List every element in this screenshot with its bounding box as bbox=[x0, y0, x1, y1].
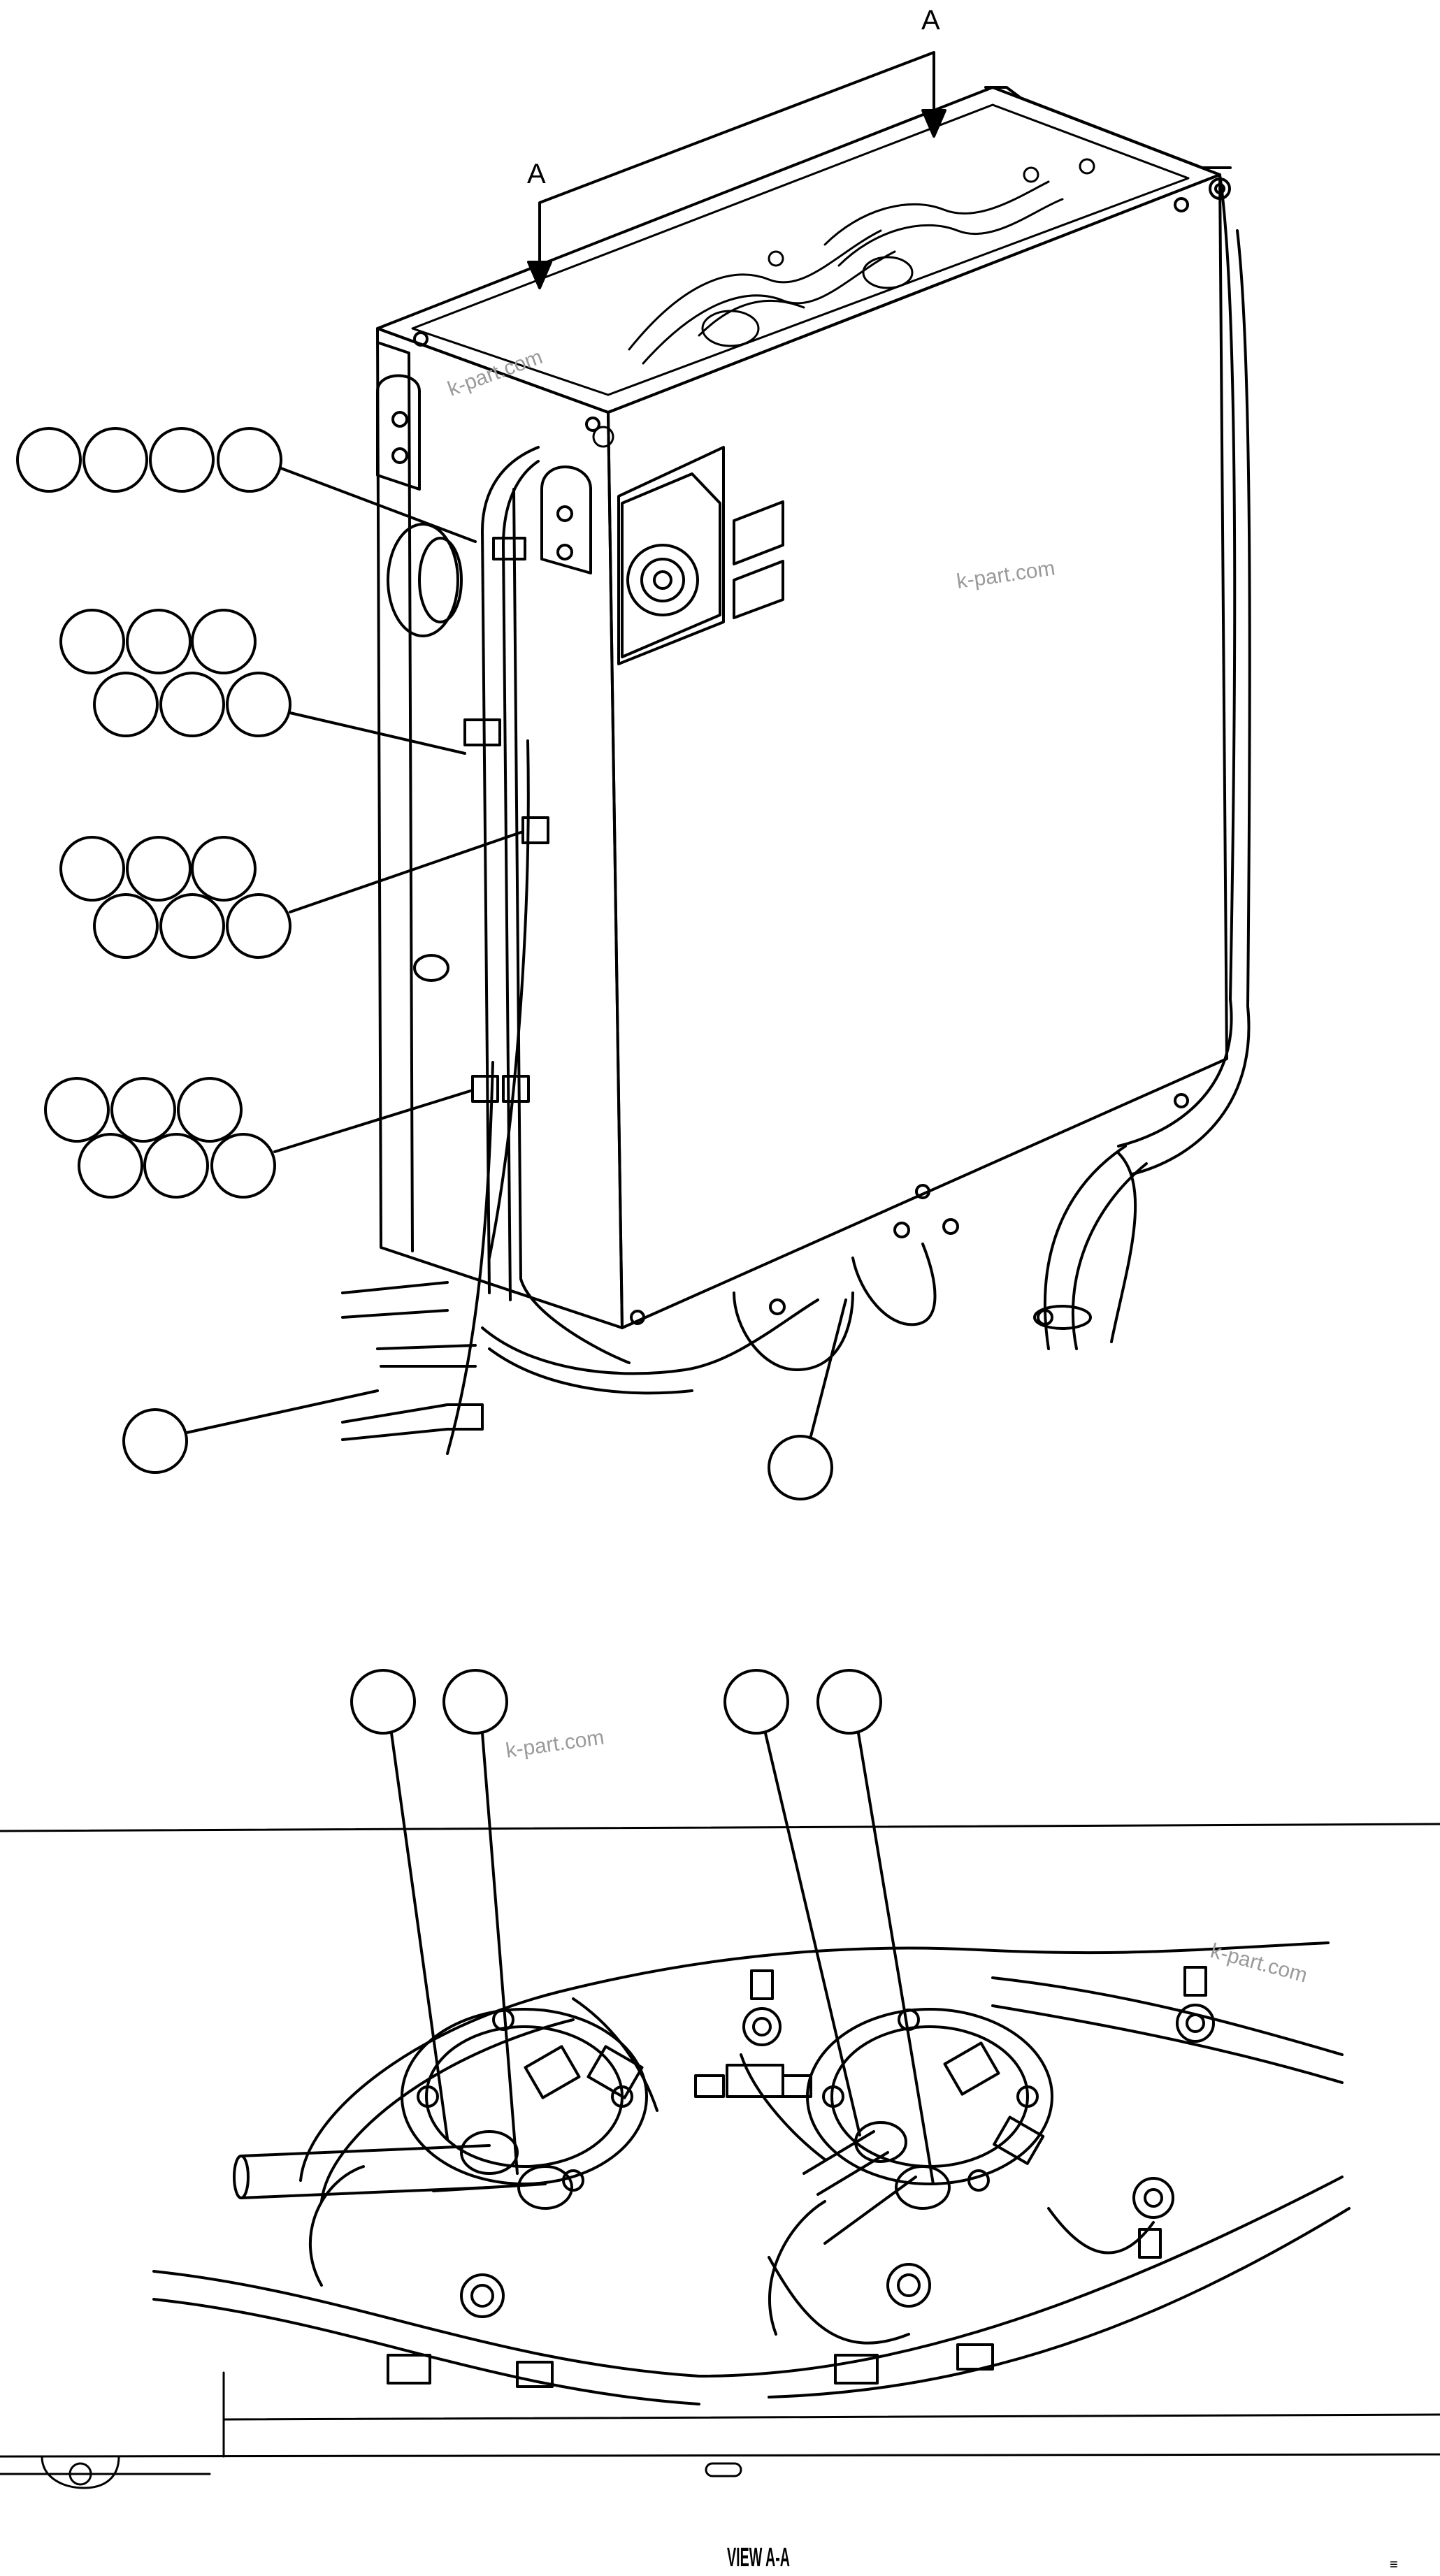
top-hoses bbox=[592, 158, 1095, 448]
view-aa-assembly bbox=[152, 1941, 1351, 2405]
view-caption: VIEW A-A bbox=[727, 2543, 790, 2573]
callout-group-4 bbox=[44, 1077, 474, 1199]
view-aa-callouts bbox=[350, 1669, 935, 2185]
view-aa-frame bbox=[0, 1823, 1440, 2489]
section-arrow-aa bbox=[527, 51, 946, 289]
callout-single-left bbox=[122, 1389, 379, 1474]
watermark-2: k-part.com bbox=[955, 557, 1056, 593]
callout-group-3 bbox=[59, 830, 524, 959]
corner-mark: ≡ bbox=[1390, 2557, 1398, 2573]
callout-group-2 bbox=[59, 609, 466, 755]
section-label-left: A bbox=[527, 159, 546, 189]
left-harness bbox=[341, 446, 631, 1455]
watermark-1: k-part.com bbox=[445, 345, 545, 400]
watermark-3: k-part.com bbox=[504, 1726, 605, 1763]
callout-single-mid bbox=[768, 1298, 847, 1500]
radiator-cabinet bbox=[376, 86, 1251, 1395]
callout-group-1 bbox=[16, 427, 477, 543]
section-label-right: A bbox=[921, 5, 940, 36]
